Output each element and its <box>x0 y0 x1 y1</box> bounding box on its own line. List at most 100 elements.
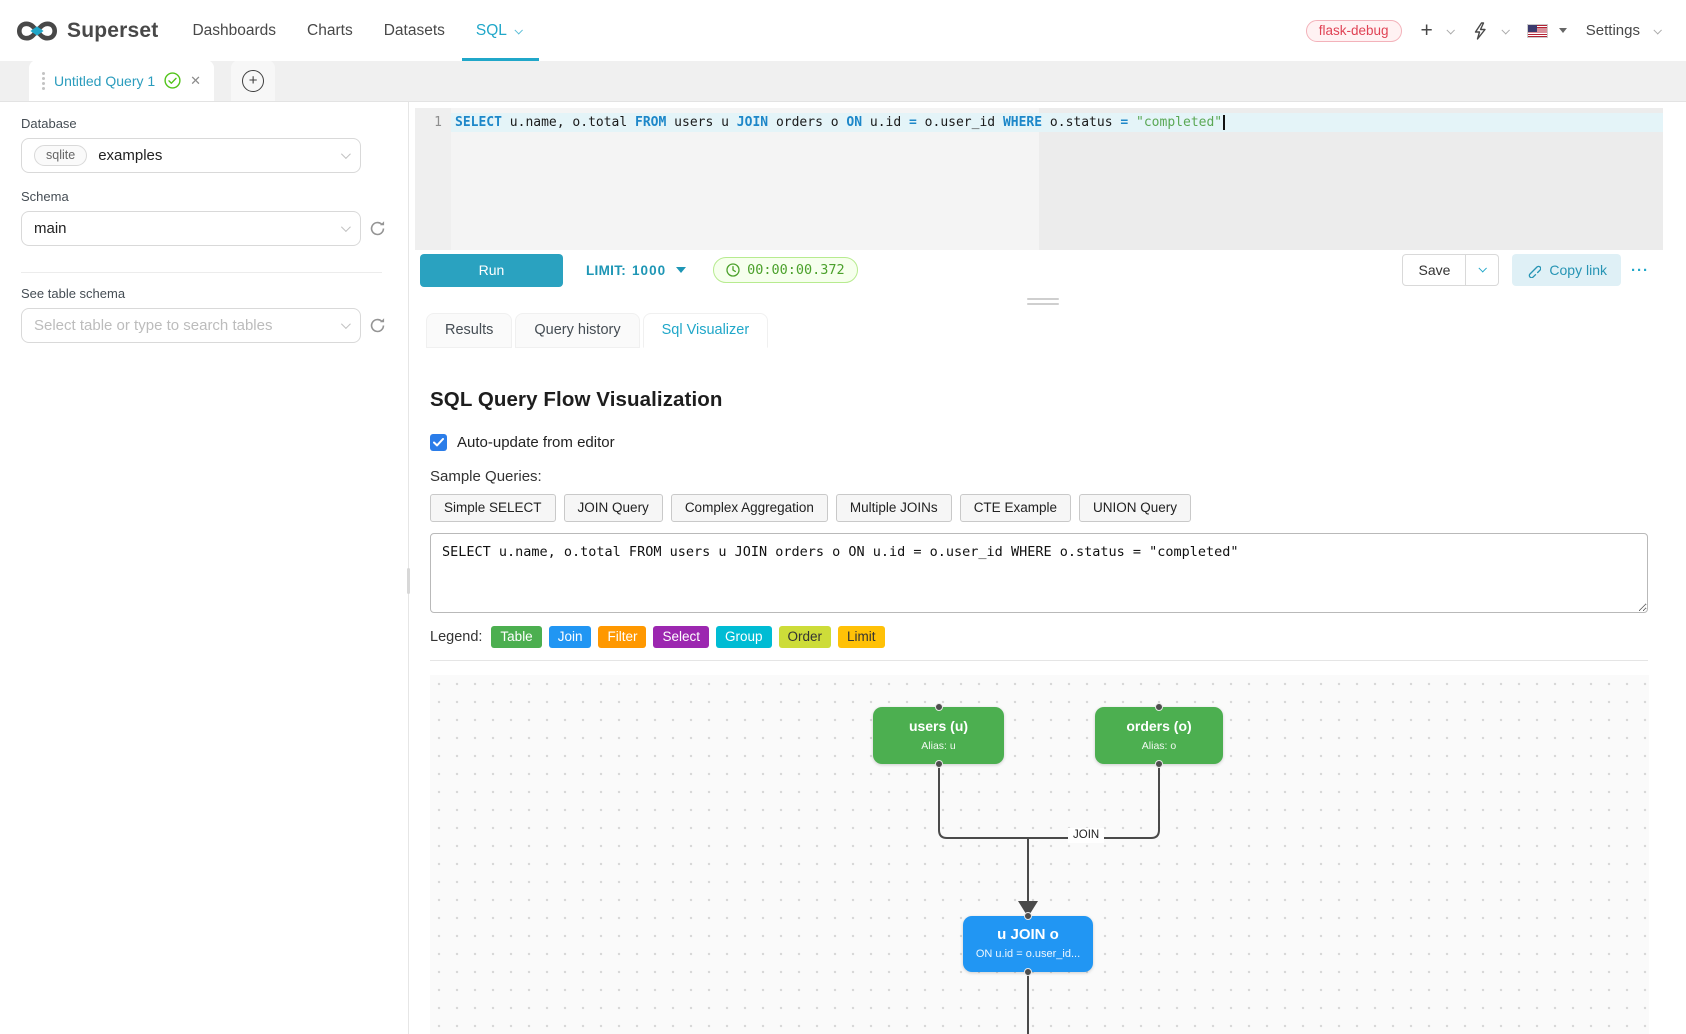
chevron-down-icon <box>1501 25 1510 35</box>
results-resize-handle[interactable] <box>1027 298 1059 307</box>
sample-query-buttons: Simple SELECT JOIN Query Complex Aggrega… <box>430 494 1686 522</box>
database-label: Database <box>21 116 77 131</box>
schema-value: main <box>34 220 67 237</box>
content-divider <box>430 660 1648 661</box>
top-navbar: Superset Dashboards Charts Datasets SQL … <box>0 0 1686 61</box>
table-select-placeholder: Select table or type to search tables <box>34 317 273 334</box>
flow-edges <box>938 766 1160 1034</box>
clock-icon <box>726 263 740 277</box>
auto-update-checkbox[interactable] <box>430 434 447 451</box>
query-tab-title: Untitled Query 1 <box>54 72 156 89</box>
new-query-tab-button[interactable]: + <box>231 60 276 101</box>
connection-handle[interactable] <box>1024 968 1032 976</box>
lightning-icon <box>1474 21 1486 40</box>
sample-complex-aggregation-button[interactable]: Complex Aggregation <box>670 494 828 522</box>
connection-handle[interactable] <box>1155 760 1163 768</box>
saved-check-icon <box>164 72 181 89</box>
legend-badge-filter: Filter <box>598 626 647 648</box>
refresh-icon[interactable] <box>369 220 386 237</box>
line-number: 1 <box>434 115 442 130</box>
editor-code-area[interactable]: SELECT u.name, o.total FROM users u JOIN… <box>451 108 1663 250</box>
node-subtitle: ON u.id = o.user_id... <box>975 948 1081 960</box>
run-button[interactable]: Run <box>420 253 563 287</box>
sqllab-main-pane: 1 SELECT u.name, o.total FROM users u JO… <box>410 102 1686 1034</box>
caret-down-icon <box>1558 28 1567 33</box>
page-title: SQL Query Flow Visualization <box>430 388 723 411</box>
query-timer: 00:00:00.372 <box>713 257 858 283</box>
nav-item-dashboards[interactable]: Dashboards <box>192 21 277 39</box>
table-node-orders[interactable]: orders (o) Alias: o <box>1095 707 1223 764</box>
limit-value: 1000 <box>632 262 667 278</box>
chevron-down-icon <box>340 222 351 233</box>
drag-handle-icon[interactable] <box>42 71 45 90</box>
connection-handle[interactable] <box>935 760 943 768</box>
join-node[interactable]: u JOIN o ON u.id = o.user_id... <box>963 916 1093 972</box>
chevron-down-icon <box>340 149 351 160</box>
legend-label: Legend: <box>430 629 483 645</box>
sample-multiple-joins-button[interactable]: Multiple JOINs <box>835 494 952 522</box>
language-picker[interactable] <box>1526 23 1567 38</box>
legend-badge-table: Table <box>491 626 542 648</box>
save-button[interactable]: Save <box>1402 254 1467 286</box>
query-flow-diagram[interactable]: users (u) Alias: u orders (o) Alias: o u… <box>430 675 1649 1034</box>
save-dropdown-button[interactable] <box>1466 254 1500 286</box>
query-tab[interactable]: Untitled Query 1 ✕ <box>29 60 215 101</box>
add-new-button[interactable]: + <box>1420 19 1455 42</box>
sample-simple-select-button[interactable]: Simple SELECT <box>430 494 556 522</box>
limit-label: LIMIT: <box>586 262 627 278</box>
database-engine-tag: sqlite <box>34 145 88 166</box>
editor-active-line: SELECT u.name, o.total FROM users u JOIN… <box>451 113 1663 132</box>
sql-input-textarea[interactable]: SELECT u.name, o.total FROM users u JOIN… <box>430 533 1648 613</box>
connection-handle[interactable] <box>1155 703 1163 711</box>
table-node-users[interactable]: users (u) Alias: u <box>873 707 1004 764</box>
limit-dropdown[interactable]: LIMIT: 1000 <box>586 262 687 278</box>
chevron-down-icon <box>1478 264 1488 273</box>
sample-cte-example-button[interactable]: CTE Example <box>959 494 1071 522</box>
nav-links: Dashboards Charts Datasets SQL <box>192 0 539 61</box>
settings-menu[interactable]: Settings <box>1585 22 1662 39</box>
node-subtitle: Alias: o <box>1141 740 1177 752</box>
tab-sql-visualizer[interactable]: Sql Visualizer <box>642 313 769 348</box>
database-value: examples <box>98 147 163 164</box>
refresh-icon[interactable] <box>369 317 386 334</box>
nav-item-charts[interactable]: Charts <box>307 21 353 39</box>
auto-update-row: Auto-update from editor <box>430 434 1686 451</box>
environment-badge: flask-debug <box>1305 19 1402 42</box>
nav-item-sql[interactable]: SQL <box>461 0 539 61</box>
check-icon <box>433 438 444 447</box>
sql-editor[interactable]: 1 SELECT u.name, o.total FROM users u JO… <box>415 108 1663 250</box>
nav-item-datasets[interactable]: Datasets <box>383 21 445 39</box>
text-cursor <box>1223 115 1226 130</box>
sample-union-query-button[interactable]: UNION Query <box>1078 494 1191 522</box>
node-subtitle: Alias: u <box>921 740 956 752</box>
legend-badge-group: Group <box>716 626 772 648</box>
sidebar-resize-handle[interactable] <box>407 568 410 594</box>
more-actions-button[interactable]: ··· <box>1631 261 1649 279</box>
table-schema-label: See table schema <box>21 286 126 301</box>
sample-join-query-button[interactable]: JOIN Query <box>563 494 663 522</box>
close-icon[interactable]: ✕ <box>190 72 202 88</box>
connection-handle[interactable] <box>1024 912 1032 920</box>
toolbar-right: Save Copy link ··· <box>1402 254 1663 286</box>
chevron-down-icon <box>514 25 523 35</box>
chevron-down-icon <box>1653 25 1662 35</box>
superset-logo[interactable]: Superset <box>16 19 158 43</box>
connection-handle[interactable] <box>935 703 943 711</box>
copy-link-button[interactable]: Copy link <box>1512 254 1621 286</box>
plus-circle-icon: + <box>242 69 265 92</box>
tab-query-history[interactable]: Query history <box>515 313 640 348</box>
schema-select[interactable]: main <box>21 211 361 246</box>
legend-badge-order: Order <box>778 626 832 648</box>
tab-results[interactable]: Results <box>426 313 513 348</box>
database-select[interactable]: sqlite examples <box>21 138 361 173</box>
legend-badge-limit: Limit <box>838 626 885 648</box>
results-tabs: Results Query history Sql Visualizer <box>426 313 769 348</box>
settings-label: Settings <box>1585 22 1640 39</box>
query-search-button[interactable] <box>1472 21 1510 40</box>
table-select[interactable]: Select table or type to search tables <box>21 308 361 343</box>
brand-name: Superset <box>67 18 159 42</box>
plus-icon: + <box>1420 19 1433 42</box>
legend-badge-select: Select <box>653 626 709 648</box>
node-title: u JOIN o <box>997 926 1059 943</box>
